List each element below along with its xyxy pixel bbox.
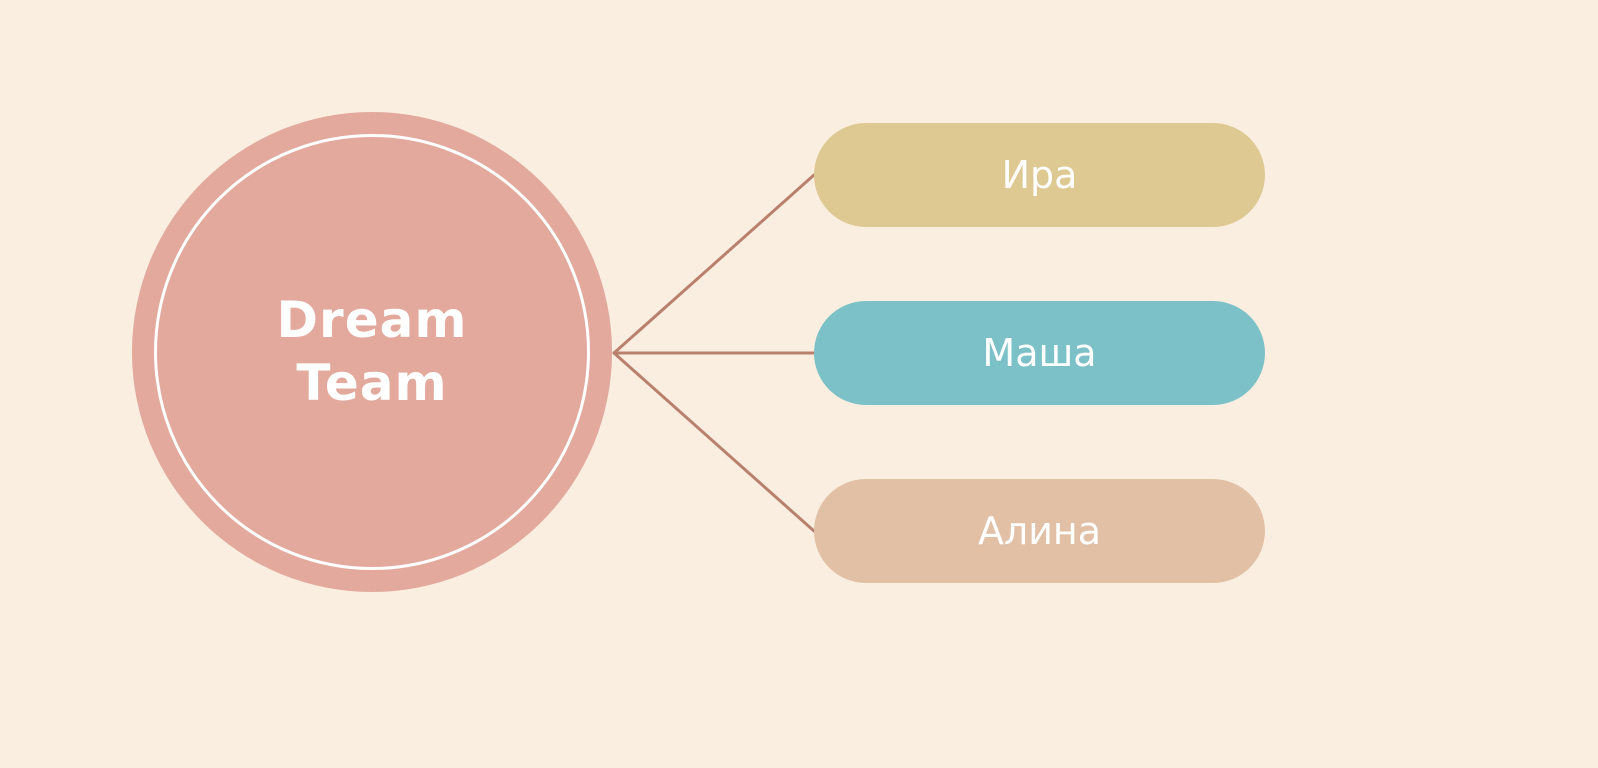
member-pill-ira: Ира [814, 123, 1265, 227]
member-pill-alina: Алина [814, 479, 1265, 583]
team-hub-circle: Dream Team [132, 112, 612, 592]
connector-line-alina [612, 351, 816, 533]
team-hub-title: Dream Team [132, 112, 612, 592]
connector-line-ira [612, 173, 816, 355]
member-label-masha: Маша [982, 331, 1097, 375]
member-pill-masha: Маша [814, 301, 1265, 405]
member-label-alina: Алина [977, 509, 1102, 553]
team-hub-inner-ring [154, 134, 590, 570]
team-hub-title-line1: Dream [276, 291, 468, 349]
team-hub-title-line2: Team [296, 354, 448, 412]
member-label-ira: Ира [1001, 153, 1078, 197]
